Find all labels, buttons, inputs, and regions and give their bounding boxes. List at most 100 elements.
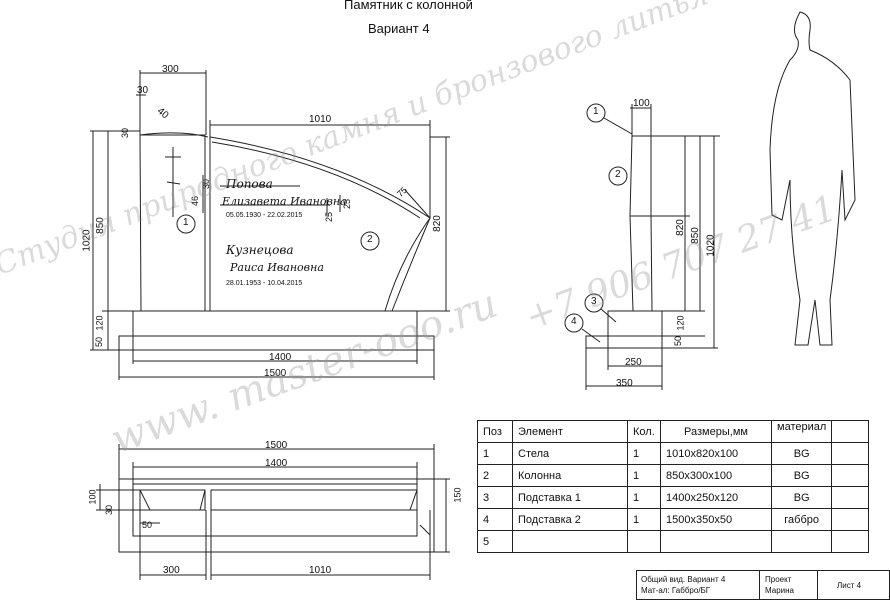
plan-dim-150: 150: [452, 487, 463, 503]
plan-column: [139, 489, 206, 511]
spec-cell-qty: 1: [627, 442, 661, 465]
table-row: 4 Подставка 2 1 1500х350х50 габбро: [477, 508, 870, 531]
spec-cell-size: 1010х820х100: [660, 442, 772, 465]
side-dim-350: 350: [616, 378, 633, 389]
title-block-project-label: Проект: [765, 575, 792, 584]
spec-header-extra: [831, 420, 870, 443]
spec-cell-material: [770, 530, 833, 553]
spec-cell-material: BG: [770, 486, 833, 509]
callout-2-side: [608, 166, 628, 186]
spec-cell-material: BG: [770, 442, 833, 465]
plan-dim-1500: 1500: [265, 440, 288, 451]
callout-3-side: [584, 293, 604, 313]
inscription-surname-1: Попова: [226, 177, 273, 191]
table-row: 5: [477, 530, 870, 553]
plan-dim-1010: 1010: [309, 565, 332, 576]
plan-dim-50: 50: [142, 520, 153, 530]
side-dim-1020: 1020: [705, 234, 717, 257]
column-side: [629, 135, 653, 312]
spec-cell-qty: [627, 530, 661, 553]
front-pad: [118, 335, 435, 351]
side-dim-50: 50: [673, 335, 684, 347]
spec-cell-material: BG: [770, 464, 833, 487]
spec-header-element: Элемент: [512, 420, 628, 443]
dim-spacing-25a: 25: [324, 211, 335, 223]
dim-base-width: 1400: [269, 352, 292, 363]
side-dim-top: 100: [633, 98, 650, 109]
table-row: 3 Подставка 1 1 1400х250х120 BG: [477, 486, 870, 509]
spec-header-pos: Поз: [477, 420, 513, 443]
spec-cell-pos: 4: [477, 508, 513, 531]
spec-cell-material: габбро: [770, 508, 833, 531]
plan-dim-300: 300: [163, 565, 180, 576]
plan-dim-30: 30: [104, 504, 115, 516]
callout-4-side-label: 4: [571, 316, 577, 327]
spec-cell-element: Подставка 2: [512, 508, 628, 531]
spec-cell-element: [512, 530, 628, 553]
dim-base-height: 120: [94, 315, 105, 331]
spec-cell-element: Стела: [512, 442, 628, 465]
spec-cell-pos: 1: [477, 442, 513, 465]
spec-cell-element: Подставка 1: [512, 486, 628, 509]
dim-stele-width: 1010: [309, 114, 332, 125]
callout-1-side: [586, 103, 606, 123]
drawing-title: Памятник с колонной: [344, 0, 473, 12]
callout-4-side: [564, 313, 584, 333]
dim-spacing-30: 30: [201, 178, 212, 190]
inscription-surname-2: Кузнецова: [226, 243, 294, 257]
callout-2-front: [360, 231, 380, 251]
spec-cell-pos: 3: [477, 486, 513, 509]
side-dim-250: 250: [625, 357, 642, 368]
callout-1-front: [176, 214, 196, 234]
spec-cell-pos: 5: [477, 530, 513, 553]
spec-cell-extra: [831, 486, 870, 509]
spec-cell-qty: 1: [627, 464, 661, 487]
spec-header-size: Размеры,мм: [660, 420, 772, 443]
drawing-variant: Вариант 4: [368, 21, 430, 36]
dim-column-height: 850: [94, 217, 106, 234]
spec-cell-size: 850х300х100: [660, 464, 772, 487]
callout-2-front-label: 2: [367, 234, 373, 245]
side-dim-820: 820: [674, 219, 686, 236]
plan-dim-100: 100: [87, 489, 98, 505]
dim-offset: 30: [137, 85, 149, 96]
spec-cell-qty: 1: [627, 486, 661, 509]
table-row: 1 Стела 1 1010х820х100 BG: [477, 442, 870, 465]
side-pad: [585, 335, 663, 349]
spec-cell-element: Колонна: [512, 464, 628, 487]
dim-total-height: 1020: [81, 229, 93, 252]
spec-cell-extra: [831, 442, 870, 465]
spec-cell-extra: [831, 464, 870, 487]
spec-cell-extra: [831, 508, 870, 531]
side-base: [607, 310, 663, 337]
spec-header-qty: Кол.: [627, 420, 661, 443]
spec-cell-size: [660, 530, 772, 553]
dim-stele-height: 820: [431, 215, 443, 232]
callout-3-side-label: 3: [591, 296, 597, 307]
dim-top-offset: 30: [120, 127, 131, 139]
spec-cell-size: 1500х350х50: [660, 508, 772, 531]
title-block-line1: Общий вид. Вариант 4: [641, 575, 726, 584]
spec-cell-size: 1400х250х120: [660, 486, 772, 509]
plan-stele: [210, 489, 418, 511]
inscription-name-2: Раиса Ивановна: [230, 261, 324, 274]
plan-dim-1400: 1400: [265, 458, 288, 469]
spec-header-row: Поз Элемент Кол. Размеры,мм материал: [477, 420, 870, 443]
dim-pad-height: 50: [94, 336, 105, 348]
cross-icon: [165, 147, 181, 217]
dim-spacing-46: 46: [190, 195, 201, 207]
inscription-name-1: Елизавета Ивановна: [222, 195, 347, 208]
plan-pad: [118, 478, 435, 553]
stele-front: [209, 136, 431, 312]
column-front: [139, 134, 206, 312]
callout-1-front-label: 1: [183, 217, 189, 228]
dim-column-width: 300: [162, 64, 179, 75]
human-silhouette: [769, 11, 856, 346]
spec-cell-extra: [831, 530, 870, 553]
table-row: 2 Колонна 1 850х300х100 BG: [477, 464, 870, 487]
title-block-sheet: Лист 4: [837, 581, 862, 590]
spec-cell-qty: 1: [627, 508, 661, 531]
inscription-dates-2: 28.01.1953 - 10.04.2015: [226, 280, 303, 287]
side-dim-850: 850: [689, 227, 701, 244]
title-block-line2: Мат-ал: Габбро/БГ: [641, 586, 711, 595]
